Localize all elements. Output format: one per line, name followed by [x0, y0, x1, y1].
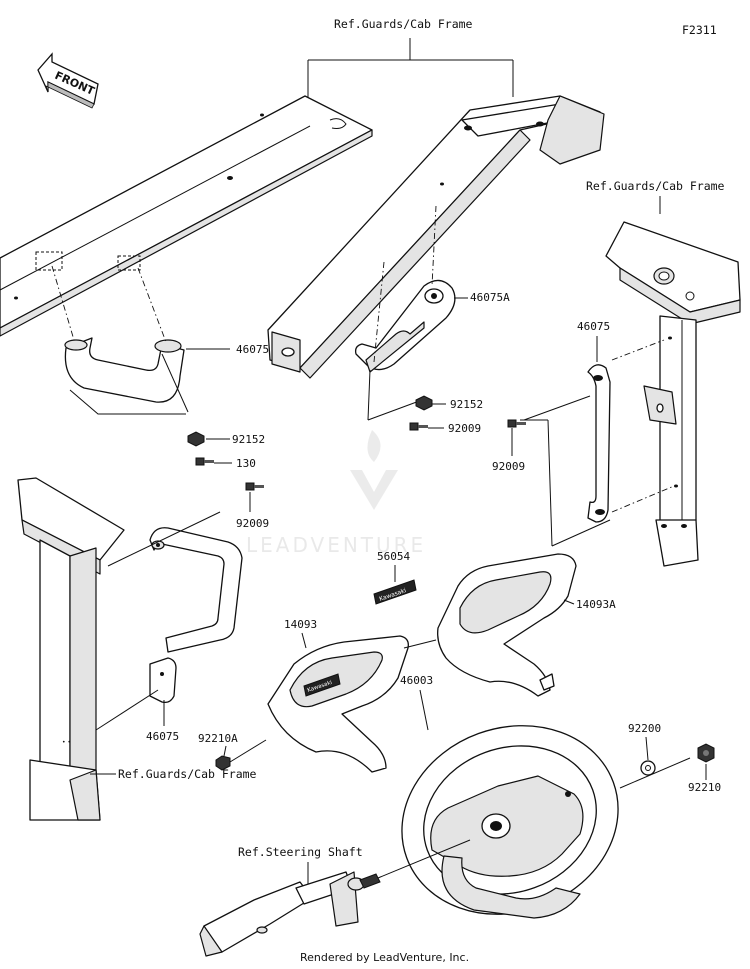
label-46003: 46003: [400, 674, 433, 687]
washer-92200-icon: [640, 760, 656, 776]
bolt-92009-left-icon: [245, 482, 264, 491]
nut-92210A-icon: [215, 755, 231, 771]
label-56054: 56054: [377, 550, 410, 563]
label-92210: 92210: [688, 781, 721, 794]
label-46075A-left: 46075A: [236, 343, 276, 356]
label-46075-right: 46075: [577, 320, 610, 333]
label-92009-right: 92009: [492, 460, 525, 473]
label-92200: 92200: [628, 722, 661, 735]
label-92152-center: 92152: [450, 398, 483, 411]
nut-92152-center-icon: [415, 395, 433, 411]
grab-bar-right: [520, 339, 675, 547]
top-ref-bracket: Ref.Guards/Cab Frame: [307, 17, 514, 97]
front-arrow-icon: FRONT: [37, 52, 99, 109]
label-14093: 14093: [284, 618, 317, 631]
ref-steering-label: Ref.Steering Shaft: [238, 845, 363, 859]
label-46075A-center: 46075A: [470, 291, 510, 304]
left-lower-pillar: • •: [17, 477, 125, 821]
grab-handle-center: [354, 205, 456, 421]
nut-92210-icon: [697, 743, 715, 763]
steering-wheel: [401, 725, 619, 919]
label-14093A: 14093A: [576, 598, 616, 611]
label-92009-left: 92009: [236, 517, 269, 530]
right-cab-pillar: [605, 221, 741, 567]
figure-code: F2311: [682, 23, 717, 37]
label-92009-center: 92009: [448, 422, 481, 435]
label-130: 130: [236, 457, 256, 470]
bolt-130-icon: [195, 457, 214, 466]
footer-text: Rendered by LeadVenture, Inc.: [300, 951, 469, 964]
roof-panel: [0, 95, 373, 337]
grab-bar-left: [95, 511, 243, 731]
steering-cover-right: [437, 553, 577, 697]
center-roof-rail: [267, 95, 605, 379]
bolt-92009-right-icon: [507, 419, 526, 428]
ref-right-label: Ref.Guards/Cab Frame: [586, 179, 725, 193]
emblem-badge: Kawasaki: [373, 579, 417, 605]
label-46075-left: 46075: [146, 730, 179, 743]
leadventure-watermark-icon: LEADVENTURE: [246, 430, 426, 557]
grab-handle-left: [51, 265, 189, 415]
steering-shaft: [199, 871, 381, 957]
nut-92152-left-icon: [187, 431, 205, 447]
ref-top-label: Ref.Guards/Cab Frame: [334, 17, 473, 31]
label-92210A: 92210A: [198, 732, 238, 745]
bolt-92009-center-icon: [409, 422, 428, 431]
svg-text:• •: • •: [62, 739, 71, 746]
steering-cover-left: Kawasaki: [267, 635, 437, 773]
ref-bottom-left-label: Ref.Guards/Cab Frame: [118, 767, 257, 781]
watermark-text: LEADVENTURE: [246, 533, 426, 557]
label-92152-left: 92152: [232, 433, 265, 446]
